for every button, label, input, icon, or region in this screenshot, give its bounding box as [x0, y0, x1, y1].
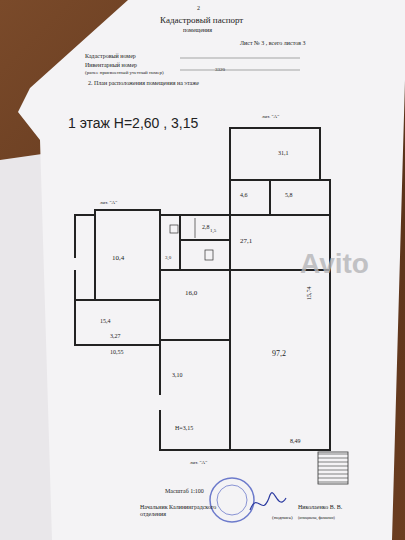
- sheet-number: Лист № 3 , всего листов 3: [240, 40, 306, 46]
- page-number: 2: [197, 5, 200, 11]
- paper-sheet: [18, 0, 405, 540]
- letter-mark: лит. "А": [100, 200, 117, 205]
- dimension: 3,27: [110, 333, 121, 339]
- watermark: Avito: [300, 250, 369, 278]
- room-area: 10,4: [112, 255, 124, 262]
- field-label: Инвентарный номер: [85, 62, 137, 68]
- field-label: Кадастровый номер: [85, 53, 136, 59]
- name-caption: (инициалы, фамилия): [298, 516, 335, 520]
- room-area: 3,0: [165, 255, 171, 260]
- letter-mark: лит. "А": [190, 460, 207, 465]
- section-heading: 2. План расположения помещения на этаже: [88, 80, 199, 86]
- floor-plan: [75, 128, 330, 450]
- signature: [250, 493, 286, 510]
- room-area: 31,1: [278, 150, 289, 156]
- room-area: 2,8: [202, 224, 210, 230]
- field-label: (ранее присвоенный учетный номер): [85, 70, 164, 75]
- dimension: H=3,15: [175, 425, 193, 431]
- room-area: 16,0: [185, 290, 197, 297]
- signature-caption: (подпись): [272, 515, 293, 520]
- document-title: Кадастровый паспорт: [160, 16, 243, 25]
- entrance-stairs: [318, 452, 348, 484]
- dimension: 10,55: [110, 349, 124, 355]
- letter-mark: лит. "А": [262, 114, 279, 119]
- dimension: 3,10: [172, 372, 183, 378]
- room-area: 15,4: [100, 318, 111, 324]
- room-area: 27,1: [240, 238, 252, 245]
- room-area: 97,2: [272, 350, 286, 358]
- official-name: Николаенко В. В.: [298, 504, 342, 510]
- field-value: 3320: [215, 67, 225, 72]
- subtitle: помещения: [183, 27, 212, 33]
- scale-note: Масштаб 1:100: [165, 488, 204, 494]
- dimension: 15,74: [306, 287, 312, 301]
- room-area: 5,8: [285, 192, 293, 198]
- stamp: [210, 478, 254, 522]
- floor-heading: 1 этаж H=2,60 , 3,15: [68, 116, 198, 130]
- room-area: 4,6: [240, 192, 248, 198]
- official-title: Начальник Калининградского отделения: [140, 504, 230, 518]
- dimension: 8,49: [290, 438, 301, 444]
- room-area: 1,5: [210, 228, 216, 233]
